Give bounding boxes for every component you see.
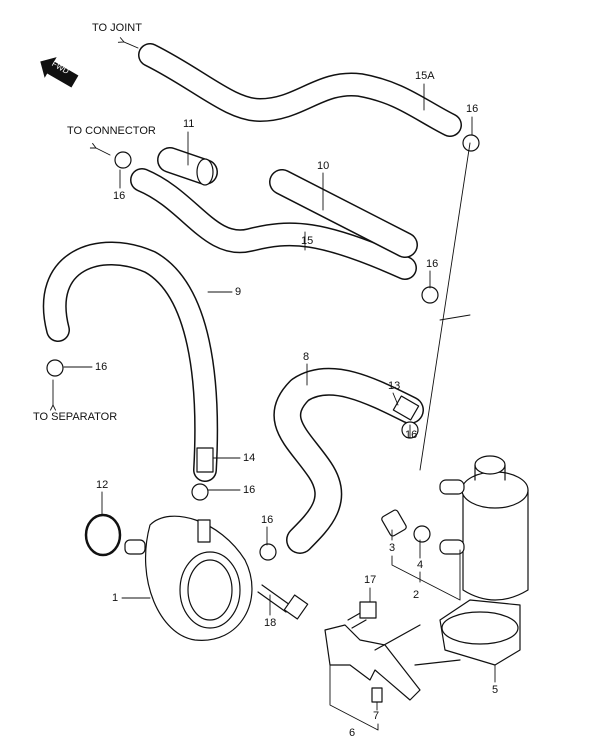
- part-label-3: 3: [389, 542, 396, 554]
- part-label-17: 17: [364, 574, 377, 586]
- part-label-2: 2: [413, 589, 420, 601]
- mount-bracket: [324, 624, 461, 703]
- callout-to-separator: TO SEPARATOR: [33, 411, 118, 423]
- part-label-16: 16: [113, 190, 126, 202]
- hose-3: [381, 509, 407, 537]
- part-label-16: 16: [466, 103, 479, 115]
- hose-10: [269, 169, 418, 258]
- hose-15: [130, 168, 417, 280]
- part-label-13: 13: [388, 380, 401, 392]
- bolt-18: [257, 584, 309, 620]
- part-label-12: 12: [96, 479, 109, 491]
- part-label-6: 6: [349, 727, 356, 739]
- fuel-filter: [439, 455, 529, 601]
- leader-lines: [53, 42, 496, 731]
- part-label-4: 4: [417, 559, 424, 571]
- part-label-18: 18: [264, 617, 277, 629]
- part-label-1: 1: [112, 592, 119, 604]
- fwd-arrow-icon: [40, 57, 79, 88]
- hose-8: [273, 367, 424, 554]
- part-label-11: 11: [183, 118, 195, 130]
- part-label-14: 14: [243, 452, 256, 464]
- callout-to-joint: TO JOINT: [92, 22, 142, 34]
- part-label-15: 15: [301, 235, 314, 247]
- hose-15a: [138, 43, 462, 137]
- hose-9: [42, 241, 219, 482]
- bolt-17: [347, 601, 377, 629]
- part-label-7: 7: [373, 710, 380, 722]
- filter-bracket: [439, 599, 521, 666]
- callout-to-connector: TO CONNECTOR: [67, 125, 156, 137]
- hose-11: [157, 147, 218, 186]
- fuel-pump: [84, 513, 253, 641]
- part-label-5: 5: [492, 684, 499, 696]
- part-label-16: 16: [426, 258, 439, 270]
- part-label-9: 9: [235, 286, 242, 298]
- part-label-16: 16: [95, 361, 108, 373]
- clamps: [46, 134, 480, 561]
- part-label-10: 10: [317, 160, 330, 172]
- part-label-16: 16: [261, 514, 274, 526]
- pipe-14: [196, 447, 214, 473]
- part-label-8: 8: [303, 351, 310, 363]
- part-label-15a: 15A: [415, 70, 435, 82]
- part-label-16: 16: [405, 429, 418, 441]
- part-label-16: 16: [243, 484, 256, 496]
